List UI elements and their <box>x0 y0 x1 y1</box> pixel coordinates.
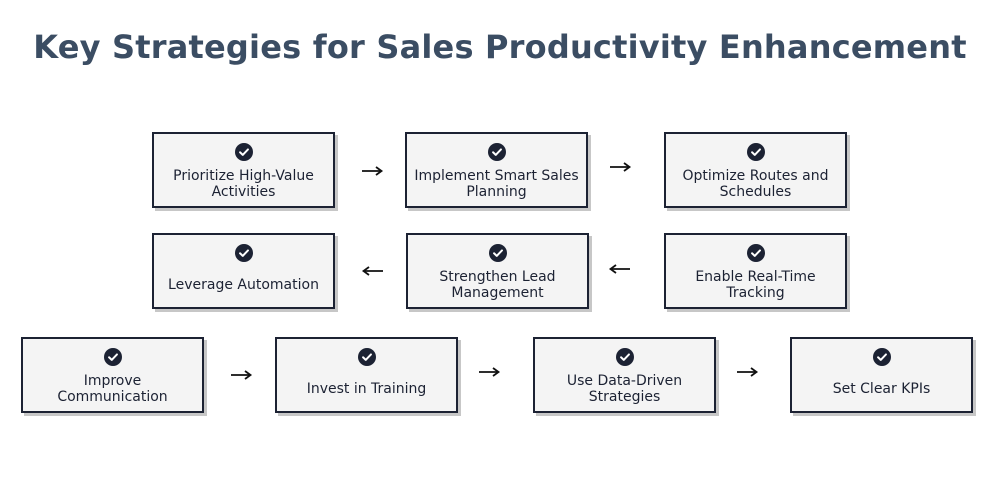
check-circle-icon <box>234 143 253 161</box>
check-circle-icon <box>746 244 765 262</box>
strategy-step-label: Enable Real-Time Tracking <box>695 269 816 301</box>
strategy-step-label: Strengthen Lead Management <box>439 269 556 301</box>
strategy-step-label: Leverage Automation <box>168 277 319 293</box>
arrow-left-icon <box>361 265 385 277</box>
check-circle-icon <box>615 348 634 366</box>
check-circle-icon <box>746 143 765 161</box>
strategy-step-4: Enable Real-Time Tracking <box>664 233 847 309</box>
check-circle-icon <box>103 348 122 366</box>
strategy-step-label: Invest in Training <box>306 381 427 397</box>
arrow-right-icon <box>360 165 384 177</box>
arrow-right-icon <box>477 366 501 378</box>
strategy-step-label: Implement Smart Sales Planning <box>414 168 579 200</box>
page-title: Key Strategies for Sales Productivity En… <box>33 28 967 66</box>
arrow-right-icon <box>229 369 253 381</box>
arrow-right-icon <box>735 366 759 378</box>
strategy-step-2: Implement Smart Sales Planning <box>405 132 588 208</box>
strategy-step-9: Use Data-Driven Strategies <box>533 337 716 413</box>
strategy-step-6: Leverage Automation <box>152 233 335 309</box>
strategy-step-8: Invest in Training <box>275 337 458 413</box>
strategy-step-7: Improve Communication <box>21 337 204 413</box>
strategy-step-label: Use Data-Driven Strategies <box>566 373 683 405</box>
strategy-step-label: Optimize Routes and Schedules <box>682 168 829 200</box>
check-circle-icon <box>357 348 376 366</box>
arrow-left-icon <box>608 263 632 275</box>
arrow-right-icon <box>608 161 632 173</box>
strategy-step-1: Prioritize High-Value Activities <box>152 132 335 208</box>
strategy-step-10: Set Clear KPIs <box>790 337 973 413</box>
strategy-step-5: Strengthen Lead Management <box>406 233 589 309</box>
check-circle-icon <box>488 244 507 262</box>
check-circle-icon <box>872 348 891 366</box>
strategy-step-label: Set Clear KPIs <box>832 381 931 397</box>
strategy-step-label: Prioritize High-Value Activities <box>173 168 314 200</box>
strategy-step-3: Optimize Routes and Schedules <box>664 132 847 208</box>
strategy-step-label: Improve Communication <box>57 373 168 405</box>
check-circle-icon <box>487 143 506 161</box>
check-circle-icon <box>234 244 253 262</box>
